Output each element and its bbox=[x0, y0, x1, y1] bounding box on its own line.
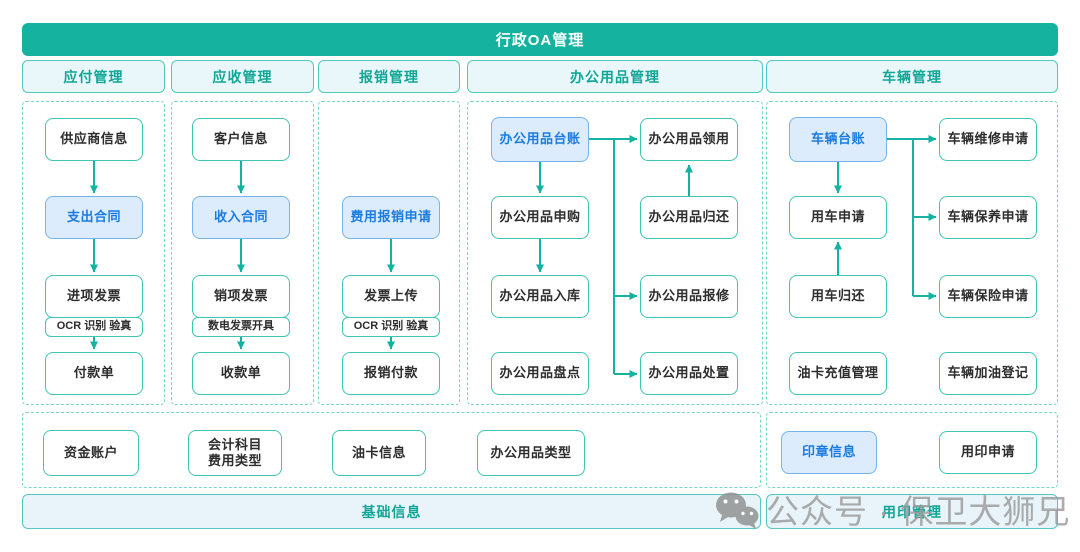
container-vehicle bbox=[766, 101, 1058, 405]
node-invoice-upload-ocr: OCR 识别 验真 bbox=[342, 317, 440, 337]
node-fuel-card-recharge: 油卡充值管理 bbox=[789, 352, 887, 395]
node-vehicle-ledger: 车辆台账 bbox=[789, 117, 887, 162]
node-office-purchase: 办公用品申购 bbox=[491, 196, 589, 239]
node-einvoice-issue: 数电发票开具 bbox=[192, 317, 290, 337]
banner-seal: 用印管理 bbox=[766, 494, 1058, 529]
node-output-invoice: 销项发票 bbox=[192, 275, 290, 318]
node-vehicle-use-apply: 用车申请 bbox=[789, 196, 887, 239]
container-seal bbox=[766, 412, 1058, 488]
node-vehicle-refuel-log: 车辆加油登记 bbox=[939, 352, 1037, 395]
accounting-subject-line1: 会计科目 bbox=[207, 436, 262, 452]
node-input-invoice-ocr: OCR 识别 验真 bbox=[45, 317, 143, 337]
node-vehicle-maintain-apply: 车辆保养申请 bbox=[939, 196, 1037, 239]
header-payable: 应付管理 bbox=[22, 60, 165, 93]
container-reimburse bbox=[318, 101, 460, 405]
header-vehicle: 车辆管理 bbox=[766, 60, 1058, 93]
node-reimburse-payment: 报销付款 bbox=[342, 352, 440, 395]
node-office-dispose: 办公用品处置 bbox=[640, 352, 738, 395]
node-fund-account: 资金账户 bbox=[43, 430, 139, 476]
node-receipt-order: 收款单 bbox=[192, 352, 290, 395]
node-income-contract: 收入合同 bbox=[192, 196, 290, 239]
node-seal-apply: 用印申请 bbox=[939, 431, 1037, 474]
container-office bbox=[467, 101, 763, 405]
node-office-repair: 办公用品报修 bbox=[640, 275, 738, 318]
header-office: 办公用品管理 bbox=[467, 60, 763, 93]
node-customer-info: 客户信息 bbox=[192, 118, 290, 161]
node-reimburse-apply: 费用报销申请 bbox=[342, 196, 440, 239]
diagram-title-banner: 行政OA管理 bbox=[22, 23, 1058, 56]
node-office-claim: 办公用品领用 bbox=[640, 118, 738, 161]
header-reimburse: 报销管理 bbox=[318, 60, 460, 93]
node-office-type: 办公用品类型 bbox=[477, 430, 585, 476]
node-input-invoice: 进项发票 bbox=[45, 275, 143, 318]
node-office-return: 办公用品归还 bbox=[640, 196, 738, 239]
container-payable bbox=[22, 101, 165, 405]
node-payment-order: 付款单 bbox=[45, 352, 143, 395]
container-receivable bbox=[171, 101, 314, 405]
node-fuel-card-info: 油卡信息 bbox=[332, 430, 426, 476]
node-office-stocktake: 办公用品盘点 bbox=[491, 352, 589, 395]
container-base-info bbox=[22, 412, 761, 488]
node-seal-info: 印章信息 bbox=[781, 431, 877, 474]
node-office-ledger: 办公用品台账 bbox=[491, 117, 589, 162]
node-invoice-upload: 发票上传 bbox=[342, 275, 440, 318]
node-office-inbound: 办公用品入库 bbox=[491, 275, 589, 318]
node-supplier-info: 供应商信息 bbox=[45, 118, 143, 161]
node-vehicle-repair-apply: 车辆维修申请 bbox=[939, 118, 1037, 161]
banner-base-info: 基础信息 bbox=[22, 494, 761, 529]
node-vehicle-use-return: 用车归还 bbox=[789, 275, 887, 318]
node-vehicle-insurance-apply: 车辆保险申请 bbox=[939, 275, 1037, 318]
diagram-title: 行政OA管理 bbox=[495, 32, 585, 49]
node-expense-contract: 支出合同 bbox=[45, 196, 143, 239]
node-accounting-subject: 会计科目 费用类型 bbox=[188, 430, 282, 476]
expense-type-line2: 费用类型 bbox=[207, 453, 262, 468]
header-receivable: 应收管理 bbox=[171, 60, 314, 93]
